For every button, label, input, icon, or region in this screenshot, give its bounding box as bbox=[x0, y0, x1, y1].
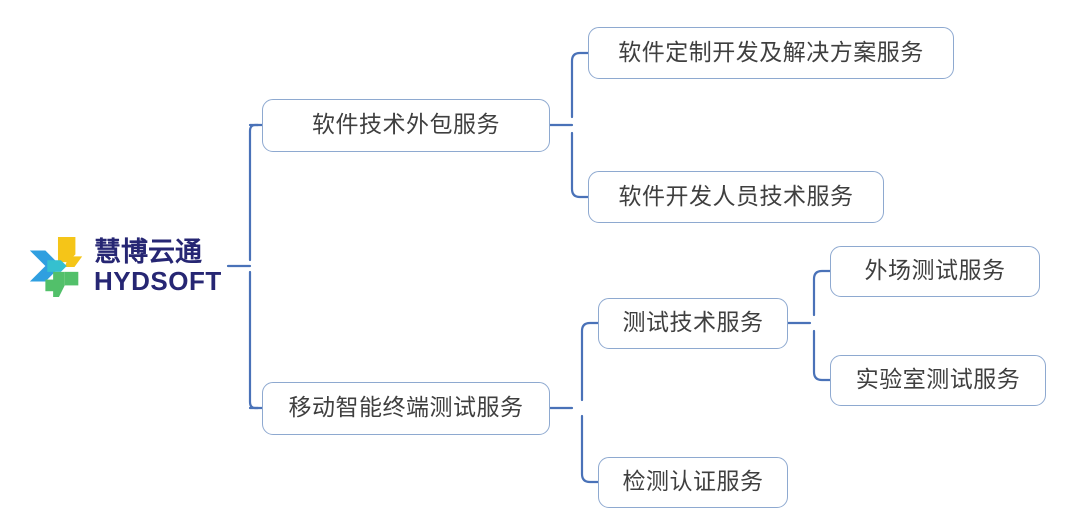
node-label: 软件开发人员技术服务 bbox=[618, 182, 854, 209]
node-label: 软件技术外包服务 bbox=[312, 111, 500, 137]
edge-b2-bracket bbox=[580, 321, 600, 484]
edge-b1-bracket bbox=[570, 51, 590, 199]
edge-l1-bracket bbox=[248, 123, 264, 410]
node-mobile-terminal-testing[interactable]: 移动智能终端测试服务 bbox=[262, 382, 550, 435]
node-label: 检测认证服务 bbox=[622, 468, 764, 494]
node-field-testing-service[interactable]: 外场测试服务 bbox=[830, 246, 1040, 297]
node-label: 软件定制开发及解决方案服务 bbox=[618, 38, 924, 65]
node-software-outsourcing[interactable]: 软件技术外包服务 bbox=[262, 99, 550, 152]
node-inspection-certification-service[interactable]: 检测认证服务 bbox=[598, 457, 788, 508]
node-label: 实验室测试服务 bbox=[855, 366, 1021, 392]
node-label: 移动智能终端测试服务 bbox=[288, 394, 524, 420]
node-label: 测试技术服务 bbox=[622, 309, 764, 335]
hydsoft-pinwheel-logo-icon bbox=[29, 236, 83, 298]
node-label: 外场测试服务 bbox=[864, 257, 1006, 283]
brand-name-cn: 慧博云通 bbox=[94, 237, 202, 269]
brand-root-node: 慧博云通 HYDSOFT bbox=[26, 232, 226, 302]
node-developer-tech-service[interactable]: 软件开发人员技术服务 bbox=[588, 171, 884, 223]
brand-name-en: HYDSOFT bbox=[94, 265, 222, 296]
node-custom-dev-solutions[interactable]: 软件定制开发及解决方案服务 bbox=[588, 27, 954, 79]
brand-text-block: 慧博云通 HYDSOFT bbox=[94, 237, 222, 296]
node-lab-testing-service[interactable]: 实验室测试服务 bbox=[830, 355, 1046, 406]
edge-b3-bracket bbox=[812, 269, 832, 382]
node-testing-technology-service[interactable]: 测试技术服务 bbox=[598, 298, 788, 349]
